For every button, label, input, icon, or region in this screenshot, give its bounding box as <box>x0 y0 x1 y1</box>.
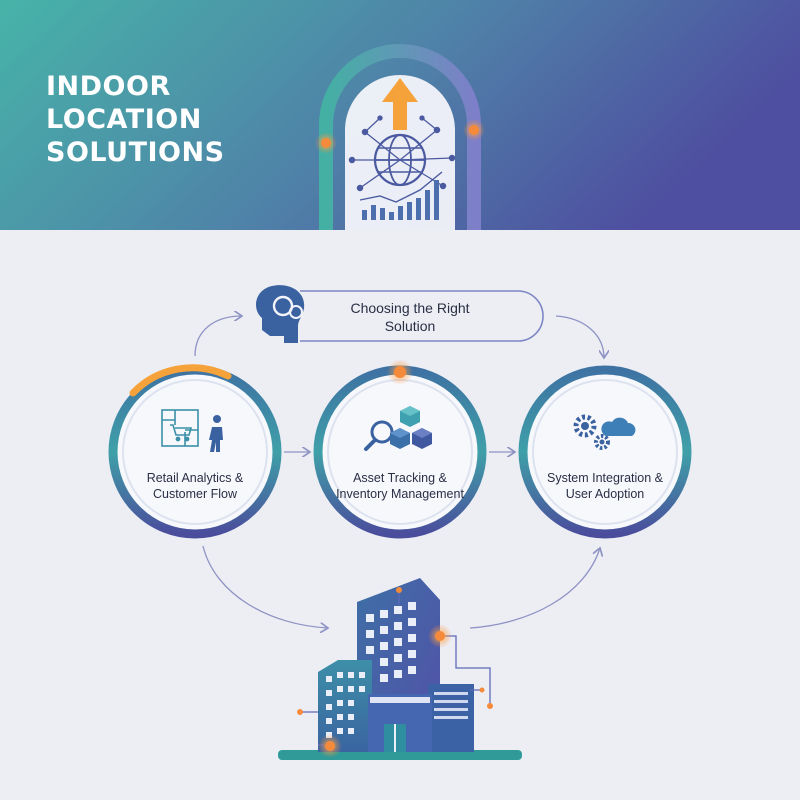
growth-arrow-icon <box>382 78 418 130</box>
magnifier-boxes-icon <box>364 406 432 451</box>
flow-arrow <box>469 548 600 629</box>
flow-arrow <box>194 316 242 357</box>
decision-label: Choosing the Right Solution <box>350 300 470 334</box>
flow-arrow <box>202 545 328 628</box>
decision-pill <box>300 290 544 342</box>
page-title: INDOOR LOCATION SOLUTIONS <box>46 71 225 168</box>
stage-label-integration: System Integration & User Adoption <box>546 471 664 501</box>
location-beacon-icon <box>318 734 342 758</box>
arch-portal-icon <box>319 44 481 230</box>
bar-chart-icon <box>359 171 443 220</box>
stage-label-asset: Asset Tracking & Inventory Management <box>336 471 464 501</box>
head-gears-icon <box>256 285 305 343</box>
stage-ring-retail <box>108 364 282 539</box>
location-beacon-icon <box>387 359 413 385</box>
stage-label-retail: Retail Analytics & Customer Flow <box>146 471 244 501</box>
stage-ring-asset <box>313 365 487 539</box>
store-shopper-icon <box>161 409 223 452</box>
office-building-icon <box>278 578 522 760</box>
gears-cloud-icon <box>573 414 636 450</box>
location-beacon-icon <box>463 119 485 141</box>
flow-arrow <box>555 315 604 358</box>
location-beacon-icon <box>315 132 337 154</box>
location-beacon-icon <box>428 624 452 648</box>
stage-ring-integration <box>518 365 692 539</box>
